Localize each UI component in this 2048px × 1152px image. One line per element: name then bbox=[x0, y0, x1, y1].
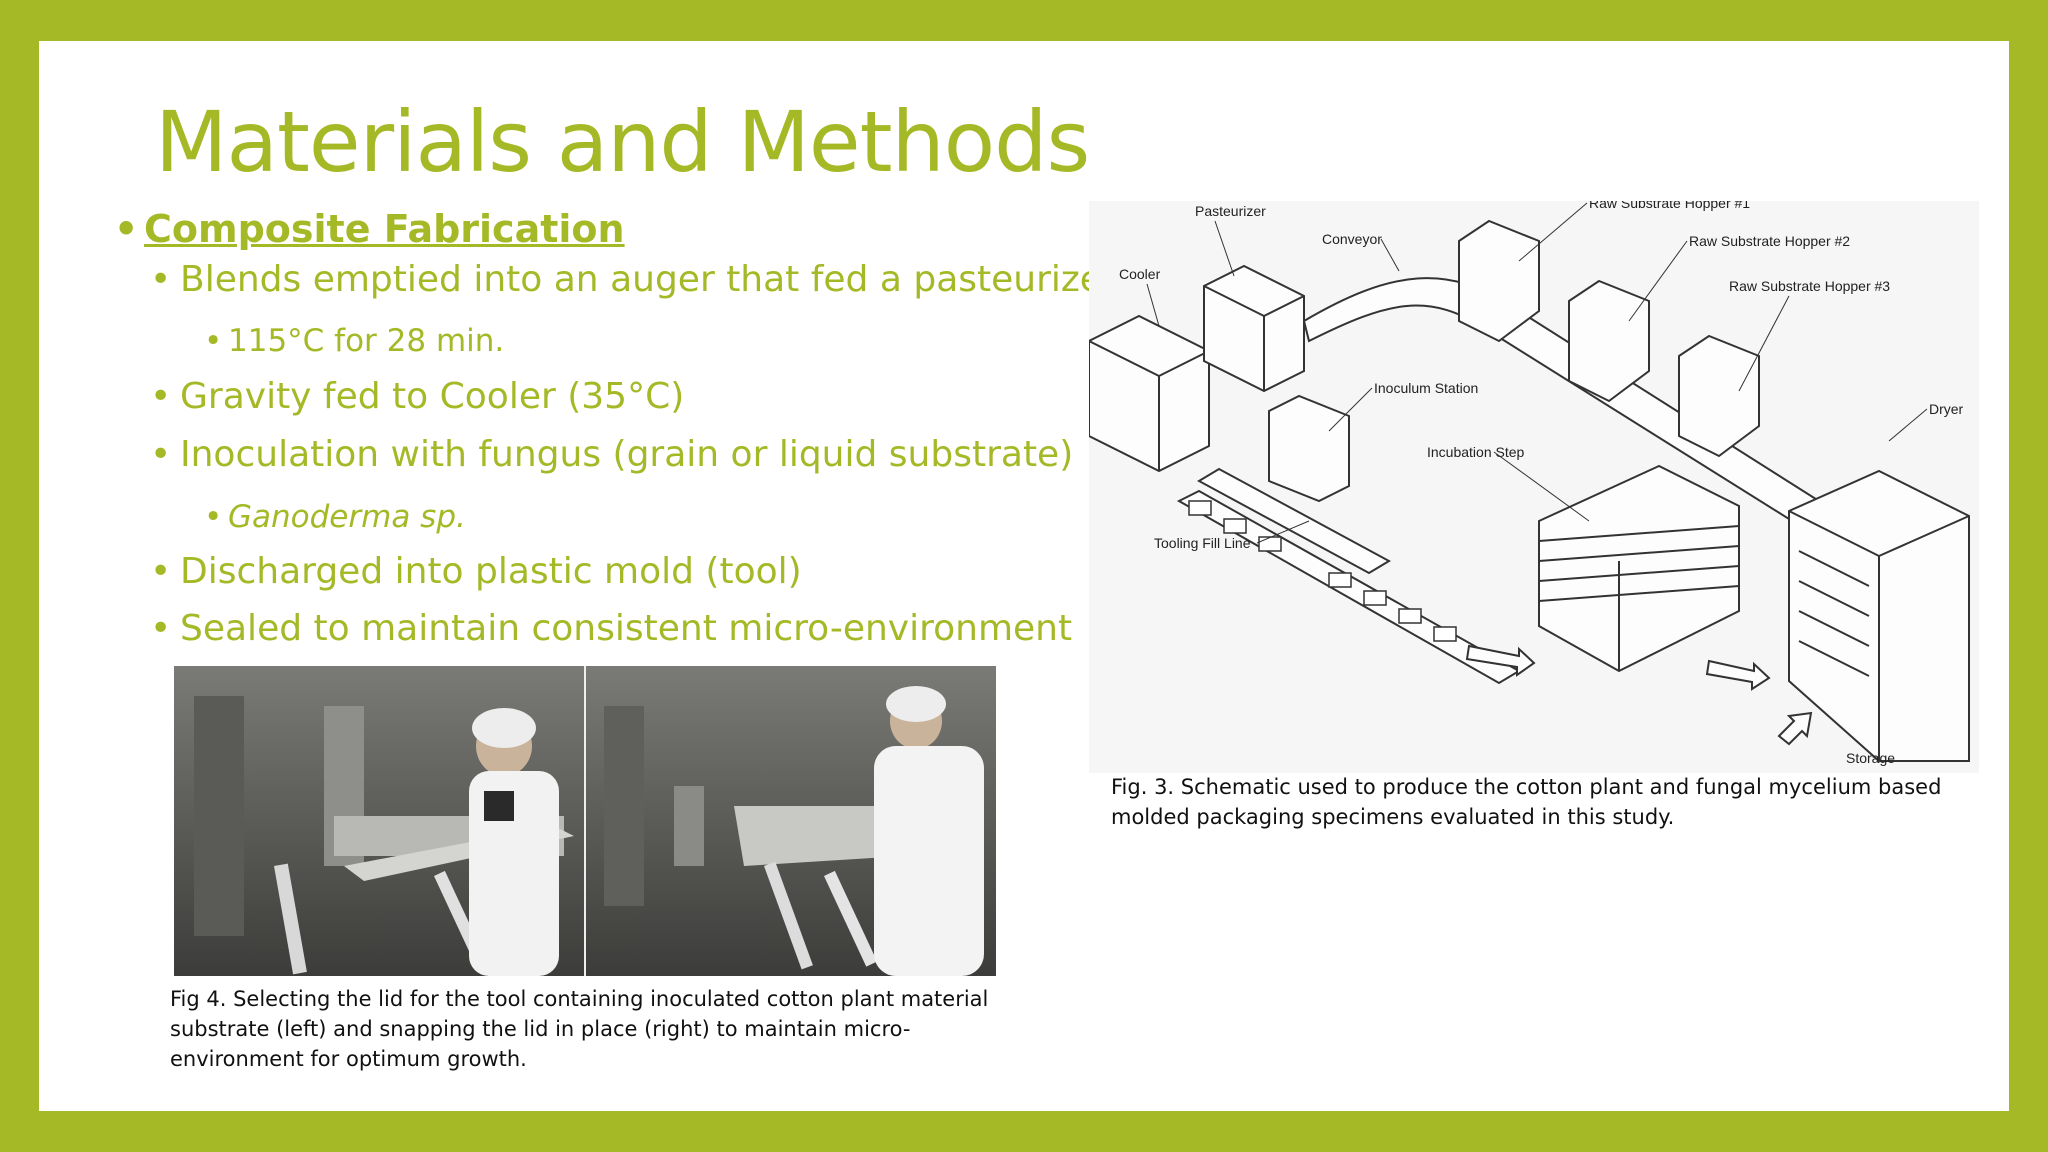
label-hopper-3: Raw Substrate Hopper #3 bbox=[1729, 278, 1890, 294]
schematic-drawing: Pasteurizer Conveyor Cooler Raw Substrat… bbox=[1088, 195, 1970, 766]
bullet-dot: • bbox=[204, 323, 223, 359]
caption-line: substrate (left) and snapping the lid in… bbox=[170, 1017, 911, 1041]
slide-title: Materials and Methods bbox=[155, 93, 1090, 191]
label-dryer: Dryer bbox=[1929, 401, 1964, 417]
bullet-item: • Sealed to maintain consistent micro-en… bbox=[150, 608, 1073, 649]
bullet-text: Inoculation with fungus (grain or liquid… bbox=[180, 434, 1074, 475]
bullet-subitem: • 115°C for 28 min. bbox=[204, 323, 505, 359]
bullet-dot: • bbox=[114, 207, 139, 251]
caption-line: environment for optimum growth. bbox=[170, 1047, 527, 1071]
bullet-item: • Gravity fed to Cooler (35°C) bbox=[150, 376, 685, 417]
fabrication-photo bbox=[174, 666, 996, 976]
photo-illustration bbox=[174, 666, 996, 976]
process-schematic: Pasteurizer Conveyor Cooler Raw Substrat… bbox=[1088, 195, 1979, 773]
bullet-item: • Blends emptied into an auger that fed … bbox=[150, 259, 1125, 300]
bullet-text: Sealed to maintain consistent micro-envi… bbox=[180, 608, 1073, 649]
label-tooling-fill-line: Tooling Fill Line bbox=[1154, 535, 1251, 551]
bullet-heading: • Composite Fabrication bbox=[114, 207, 625, 251]
bullet-subitem: • Ganoderma sp. bbox=[204, 499, 466, 535]
label-pasteurizer: Pasteurizer bbox=[1195, 203, 1266, 219]
label-conveyor: Conveyor bbox=[1322, 231, 1382, 247]
bullet-dot: • bbox=[150, 376, 172, 417]
caption-line: Fig. 3. Schematic used to produce the co… bbox=[1111, 775, 1942, 799]
label-hopper-2: Raw Substrate Hopper #2 bbox=[1689, 233, 1850, 249]
bullet-heading-text: Composite Fabrication bbox=[144, 207, 625, 251]
caption-line: molded packaging specimens evaluated in … bbox=[1111, 805, 1675, 829]
bullet-dot: • bbox=[204, 499, 223, 535]
bullet-dot: • bbox=[150, 608, 172, 649]
slide: Materials and Methods • Composite Fabric… bbox=[39, 41, 2009, 1111]
bullet-text: Gravity fed to Cooler (35°C) bbox=[180, 376, 685, 417]
bullet-dot: • bbox=[150, 434, 172, 475]
caption-line: Fig 4. Selecting the lid for the tool co… bbox=[170, 987, 989, 1011]
label-cooler: Cooler bbox=[1119, 266, 1161, 282]
bullet-text: Discharged into plastic mold (tool) bbox=[180, 551, 802, 592]
schematic-caption: Fig. 3. Schematic used to produce the co… bbox=[1111, 772, 1941, 832]
label-storage: Storage bbox=[1846, 750, 1895, 766]
bullet-text: Blends emptied into an auger that fed a … bbox=[180, 259, 1125, 300]
bullet-item: • Discharged into plastic mold (tool) bbox=[150, 551, 802, 592]
bullet-dot: • bbox=[150, 259, 172, 300]
bullet-item: • Inoculation with fungus (grain or liqu… bbox=[150, 434, 1074, 475]
photo-caption: Fig 4. Selecting the lid for the tool co… bbox=[170, 984, 988, 1074]
bullet-dot: • bbox=[150, 551, 172, 592]
bullet-text: 115°C for 28 min. bbox=[228, 323, 505, 359]
label-hopper-1: Raw Substrate Hopper #1 bbox=[1589, 201, 1750, 211]
label-incubation-step: Incubation Step bbox=[1427, 444, 1525, 460]
bullet-text: Ganoderma sp. bbox=[228, 499, 466, 535]
label-inoculum-station: Inoculum Station bbox=[1374, 380, 1478, 396]
